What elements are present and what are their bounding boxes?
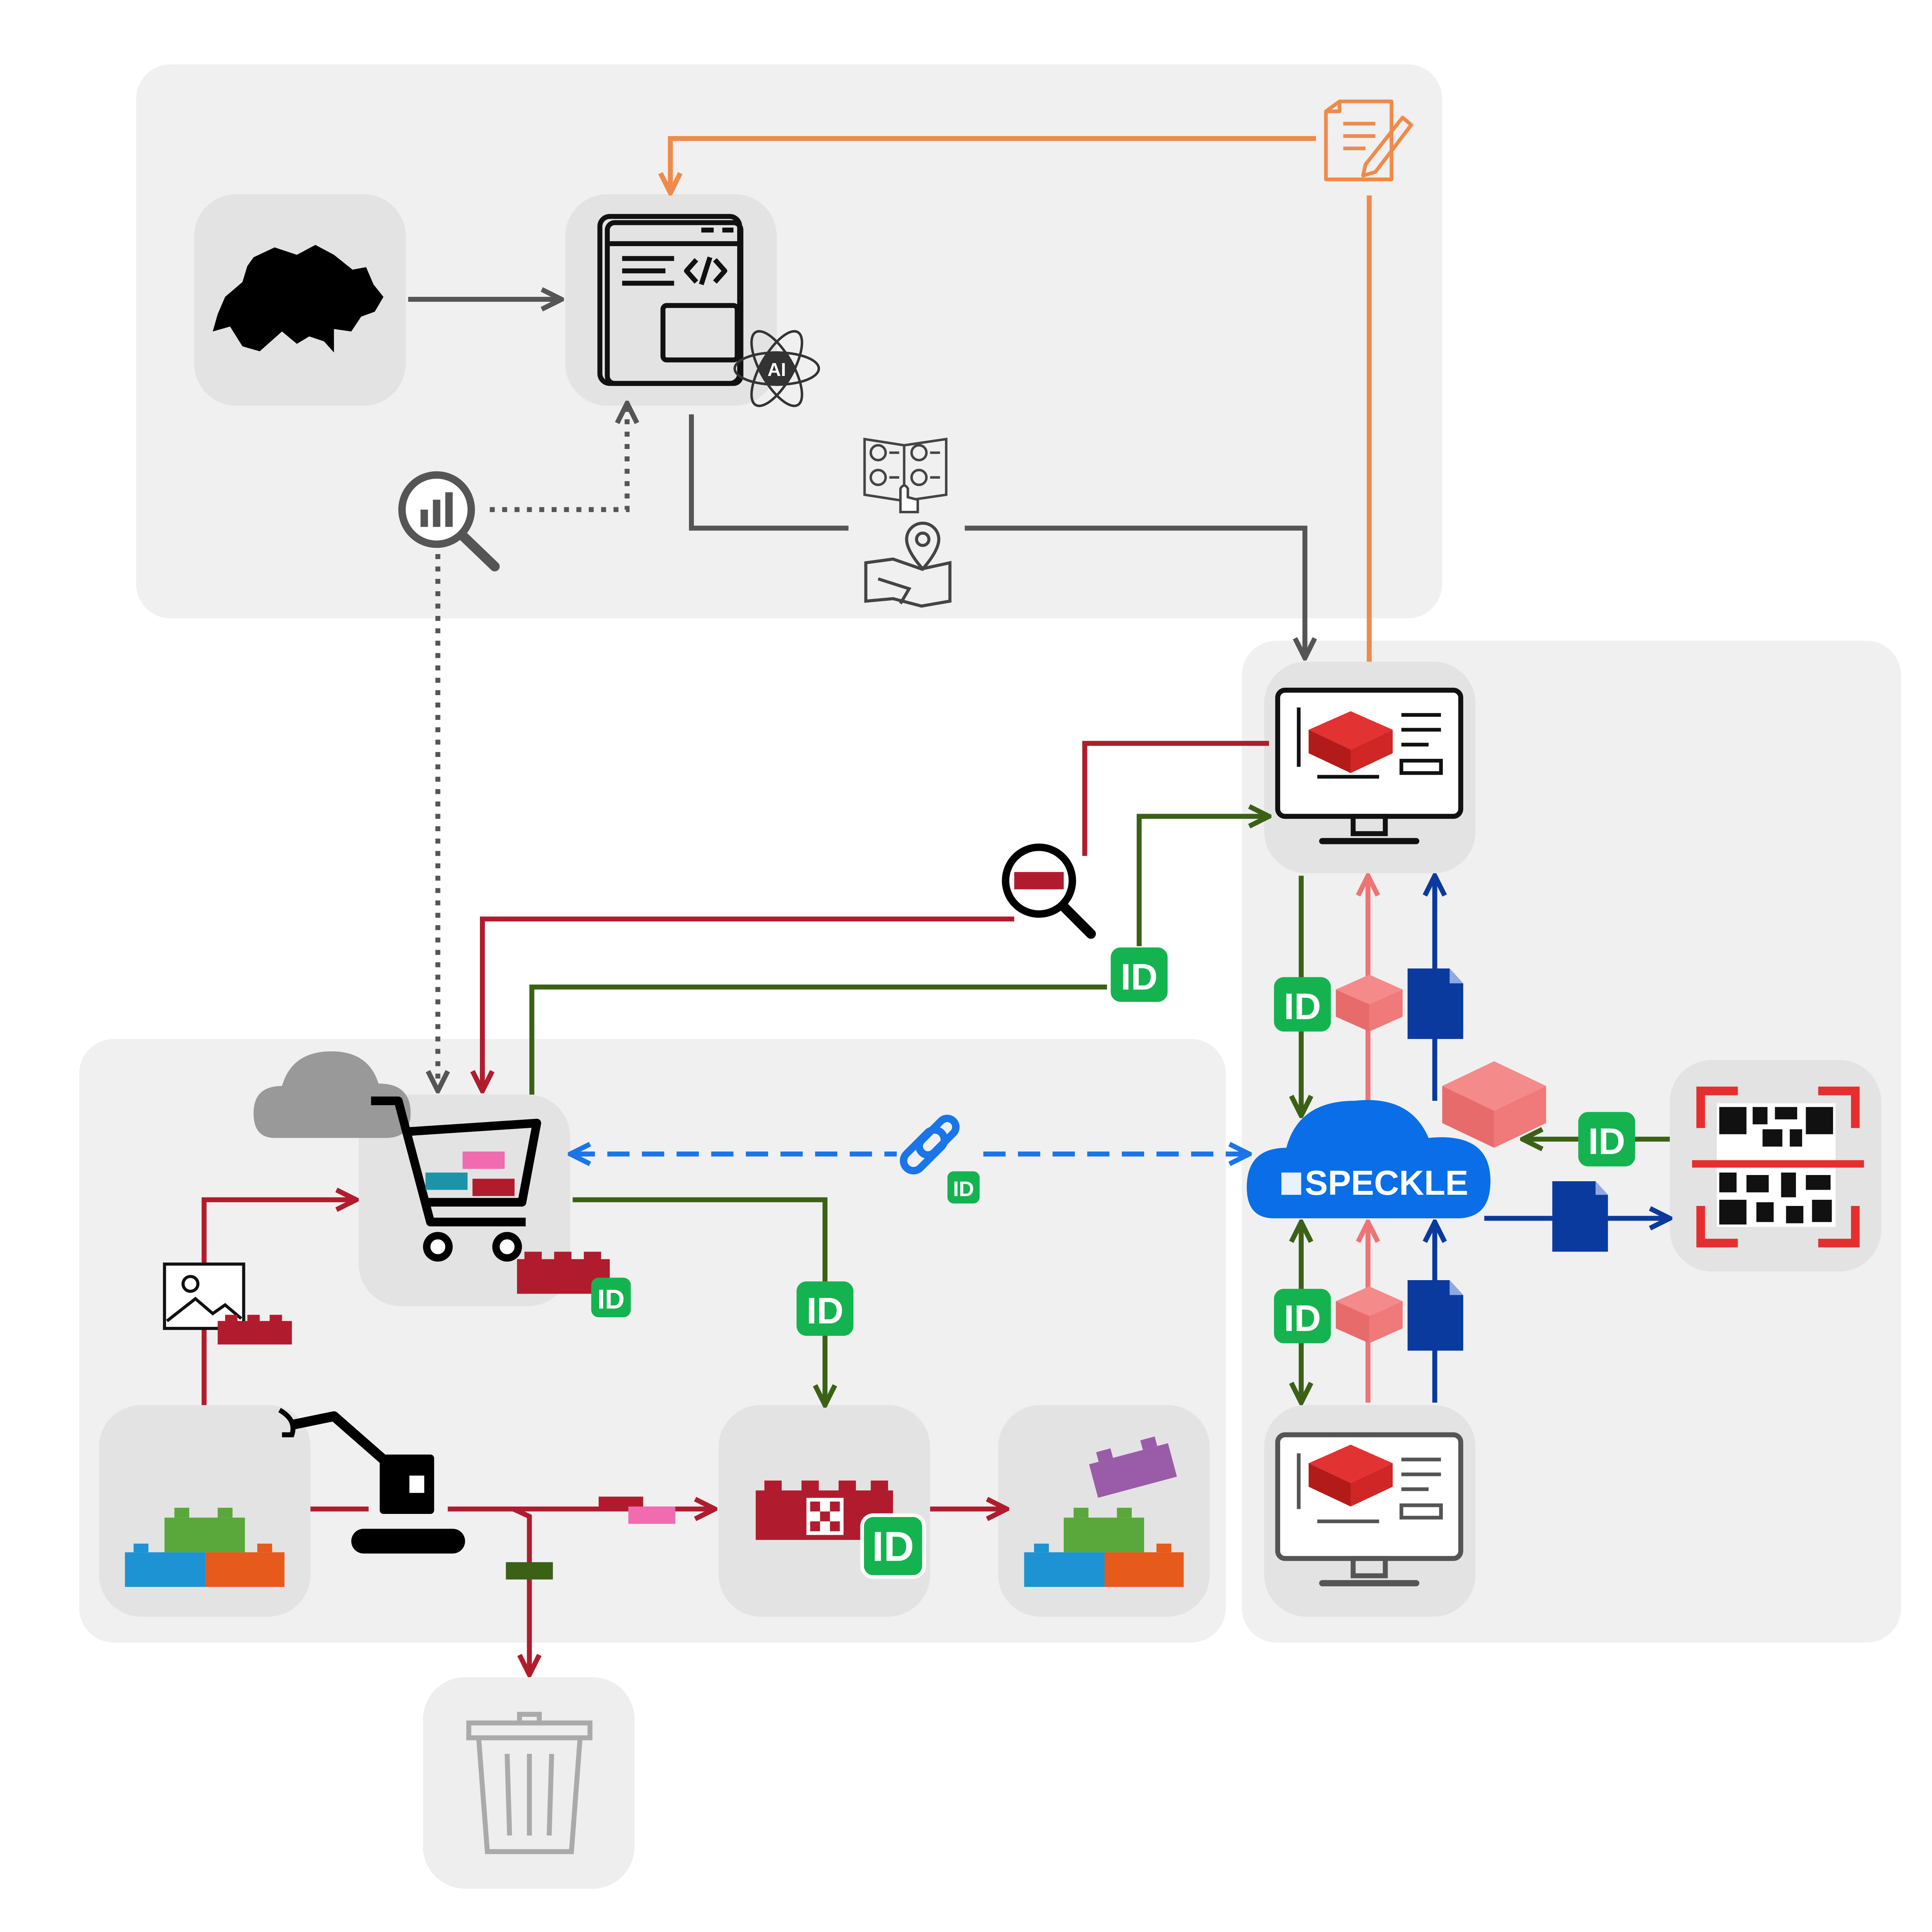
map-pin-icon	[864, 522, 952, 608]
document-edit-icon	[1324, 99, 1413, 181]
flow-lego-to-cart	[201, 1200, 354, 1405]
id-label: ID	[953, 1177, 974, 1201]
monitor-brick-icon	[1275, 687, 1463, 844]
flow-code-to-monitor	[689, 414, 1305, 655]
lego-stack-new-icon	[1024, 1436, 1184, 1587]
id-badge-search: ID	[1111, 947, 1168, 1002]
id-label: ID	[597, 1284, 624, 1315]
link-icon: ID	[900, 1114, 980, 1204]
id-label: ID	[1121, 956, 1158, 998]
flow-cart-to-id	[529, 985, 1107, 1095]
small-bricks-on-flow	[506, 1497, 675, 1580]
id-badge-monitor-top: ID	[1274, 977, 1331, 1032]
gray-cloud-icon	[253, 1051, 411, 1138]
image-icon	[163, 1262, 292, 1345]
id-label: ID	[872, 1523, 914, 1570]
id-label: ID	[806, 1290, 844, 1332]
salmon-brick-icon-top	[1336, 975, 1403, 1032]
flow-id-to-monitor	[1136, 816, 1267, 946]
document-icon-top	[1407, 968, 1463, 1039]
ai-atom-icon: AI	[733, 330, 820, 407]
flow-monitor-to-search	[1082, 741, 1269, 856]
speckle-cloud-icon: SPECKLE	[1247, 1100, 1491, 1219]
top-panel	[136, 64, 1442, 619]
flow-analytics-to-code	[490, 406, 627, 512]
id-badge-cart-to-brick: ID	[796, 1281, 854, 1336]
trash-can-icon	[466, 1712, 593, 1854]
manual-icon	[863, 437, 947, 514]
search-brick-icon	[1002, 844, 1096, 939]
id-badge-monitor-bottom: ID	[1274, 1289, 1331, 1344]
lego-stack-icon	[125, 1508, 285, 1587]
salmon-brick-icon-large	[1442, 1061, 1546, 1148]
shopping-cart-icon	[371, 1096, 541, 1262]
excavator-icon	[278, 1408, 465, 1554]
salmon-brick-icon-bottom	[1336, 1286, 1403, 1344]
flow-to-trash	[512, 1507, 529, 1672]
cart-brick-id-icon: ID	[517, 1252, 631, 1318]
document-icon-qr	[1552, 1181, 1608, 1252]
switzerland-map-icon	[213, 245, 384, 353]
id-badge-qr: ID	[1578, 1112, 1635, 1167]
monitor-brick-outline-icon	[1275, 1432, 1463, 1587]
analytics-search-icon	[398, 471, 500, 571]
speckle-label: SPECKLE	[1305, 1163, 1468, 1202]
flow-search-to-cart	[482, 916, 1014, 1088]
id-label: ID	[1588, 1121, 1625, 1162]
flow-document-to-code	[670, 136, 1316, 190]
id-label: ID	[1284, 1298, 1321, 1339]
code-window-icon	[597, 214, 743, 386]
ai-badge-label: AI	[767, 360, 786, 380]
qr-scan-icon	[1692, 1087, 1864, 1248]
qr-brick-icon: ID	[755, 1480, 926, 1579]
document-icon-bottom	[1407, 1280, 1463, 1351]
tile-code-window	[565, 194, 777, 406]
id-label: ID	[1284, 986, 1321, 1027]
